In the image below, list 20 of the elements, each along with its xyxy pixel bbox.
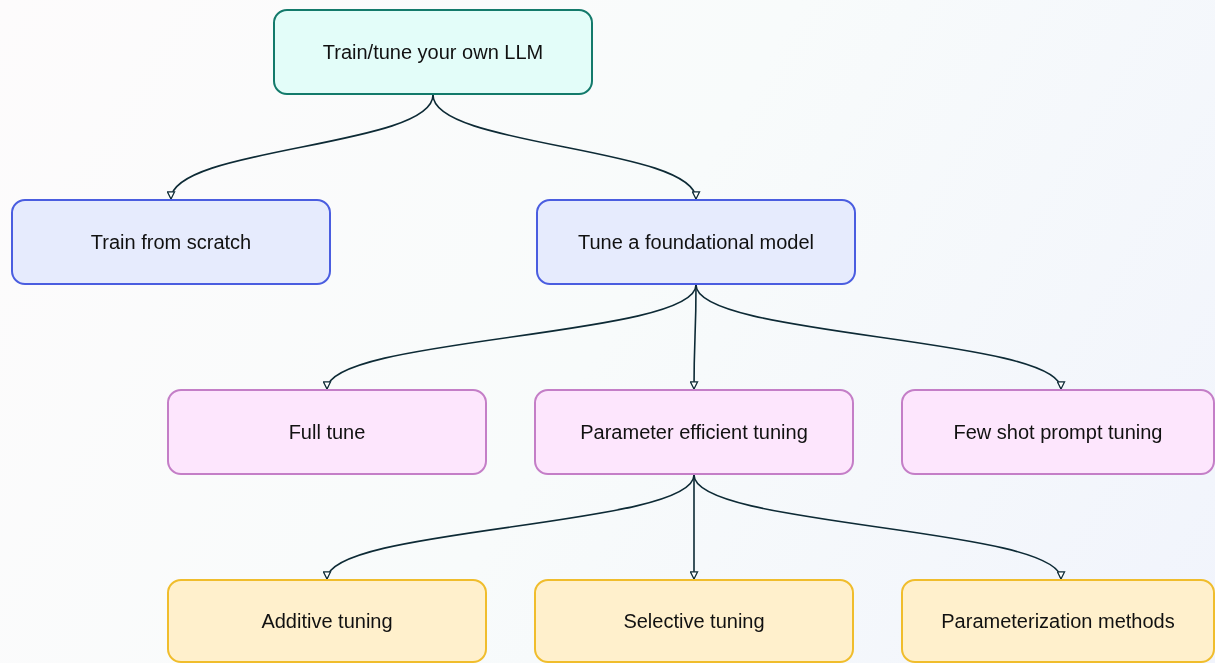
process-box [534, 579, 854, 663]
process-box [536, 199, 856, 285]
process-box [167, 579, 487, 663]
arrow [169, 94, 434, 200]
node-label: Selective tuning [623, 609, 765, 633]
node-label: Additive tuning [261, 609, 393, 633]
process-box [901, 389, 1215, 475]
node-label: Parameter efficient tuning [580, 420, 808, 444]
node-label: Few shot prompt tuning [953, 420, 1163, 444]
process-box [534, 389, 854, 475]
node-label: Train/tune your own LLM [322, 40, 544, 64]
node-label: Tune a foundational model [577, 230, 815, 254]
node-label: Train from scratch [90, 230, 252, 254]
node-label: Parameterization methods [941, 609, 1175, 633]
process-box [167, 389, 487, 475]
process-box [273, 9, 593, 95]
arrow [432, 94, 698, 200]
process-box [11, 199, 331, 285]
node-label: Full tune [288, 420, 366, 444]
process-box [901, 579, 1215, 663]
